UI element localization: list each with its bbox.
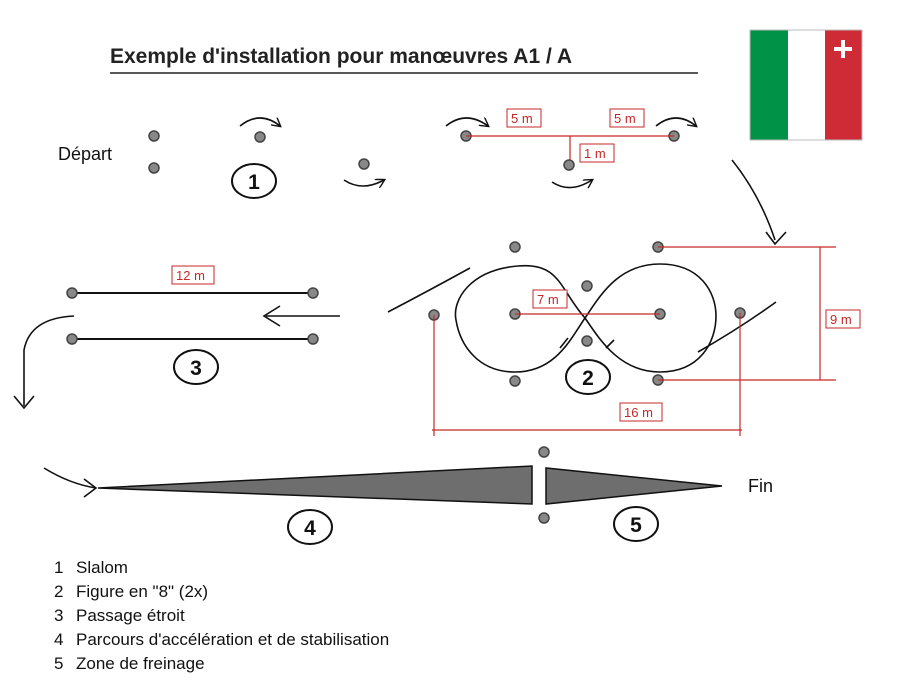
- cone: [538, 446, 550, 458]
- slalom-turn-arrows: [239, 118, 696, 188]
- figure-eight-path: [387, 263, 777, 373]
- legend-num: 1: [54, 558, 63, 577]
- cone: [307, 333, 319, 345]
- cone: [66, 333, 78, 345]
- exit-curve: [23, 315, 75, 406]
- cone: [254, 131, 266, 143]
- station-2-badge: 2: [565, 359, 611, 395]
- station-3-badge: 3: [173, 349, 219, 385]
- dim-eight-height: 9 m: [830, 312, 852, 327]
- end-label: Fin: [748, 476, 773, 496]
- legend-text: Slalom: [76, 558, 128, 577]
- cone: [66, 287, 78, 299]
- return-arrowhead: [262, 305, 281, 327]
- dim-slalom-left: 5 m: [511, 111, 533, 126]
- legend-text: Figure en "8" (2x): [76, 582, 208, 601]
- station-1-badge: 1: [231, 163, 277, 199]
- cone: [148, 130, 160, 142]
- braking-zone: [545, 467, 723, 505]
- exit-arrowhead: [13, 395, 35, 410]
- page-title: Exemple d'installation pour manœuvres A1…: [110, 45, 572, 68]
- svg-text:2: 2: [582, 367, 594, 390]
- legend-text: Parcours d'accélération et de stabilisat…: [76, 630, 389, 649]
- cone: [148, 162, 160, 174]
- legend-text: Passage étroit: [76, 606, 185, 625]
- legend-num: 2: [54, 582, 63, 601]
- cone: [358, 158, 370, 170]
- flag-icon: [749, 29, 863, 141]
- svg-text:3: 3: [190, 357, 202, 380]
- transition-arrow: [731, 159, 776, 241]
- cone: [509, 241, 521, 253]
- legend-num: 4: [54, 630, 63, 649]
- station-5-badge: 5: [613, 506, 659, 542]
- cone: [307, 287, 319, 299]
- cone: [581, 280, 593, 292]
- cone: [509, 375, 521, 387]
- station-4-badge: 4: [287, 509, 333, 545]
- svg-text:4: 4: [304, 517, 316, 540]
- start-label: Départ: [58, 144, 112, 164]
- dim-eight-inner: 7 m: [537, 292, 559, 307]
- cone: [581, 335, 593, 347]
- svg-text:1: 1: [248, 171, 260, 194]
- transition-arrowhead: [765, 231, 787, 246]
- acceleration-zone: [43, 465, 533, 505]
- dim-narrow-length: 12 m: [176, 268, 205, 283]
- dim-eight-width: 16 m: [624, 405, 653, 420]
- narrow-passage: [66, 287, 319, 345]
- legend-num: 5: [54, 654, 63, 673]
- dim-slalom-offset: 1 m: [584, 146, 606, 161]
- cone: [563, 159, 575, 171]
- dim-slalom-right: 5 m: [614, 111, 636, 126]
- legend-num: 3: [54, 606, 63, 625]
- cone: [538, 512, 550, 524]
- svg-text:5: 5: [630, 514, 642, 537]
- slalom-cones: [148, 130, 680, 174]
- legend-text: Zone de freinage: [76, 654, 205, 673]
- legend: 1 Slalom 2 Figure en "8" (2x) 3 Passage …: [54, 558, 389, 673]
